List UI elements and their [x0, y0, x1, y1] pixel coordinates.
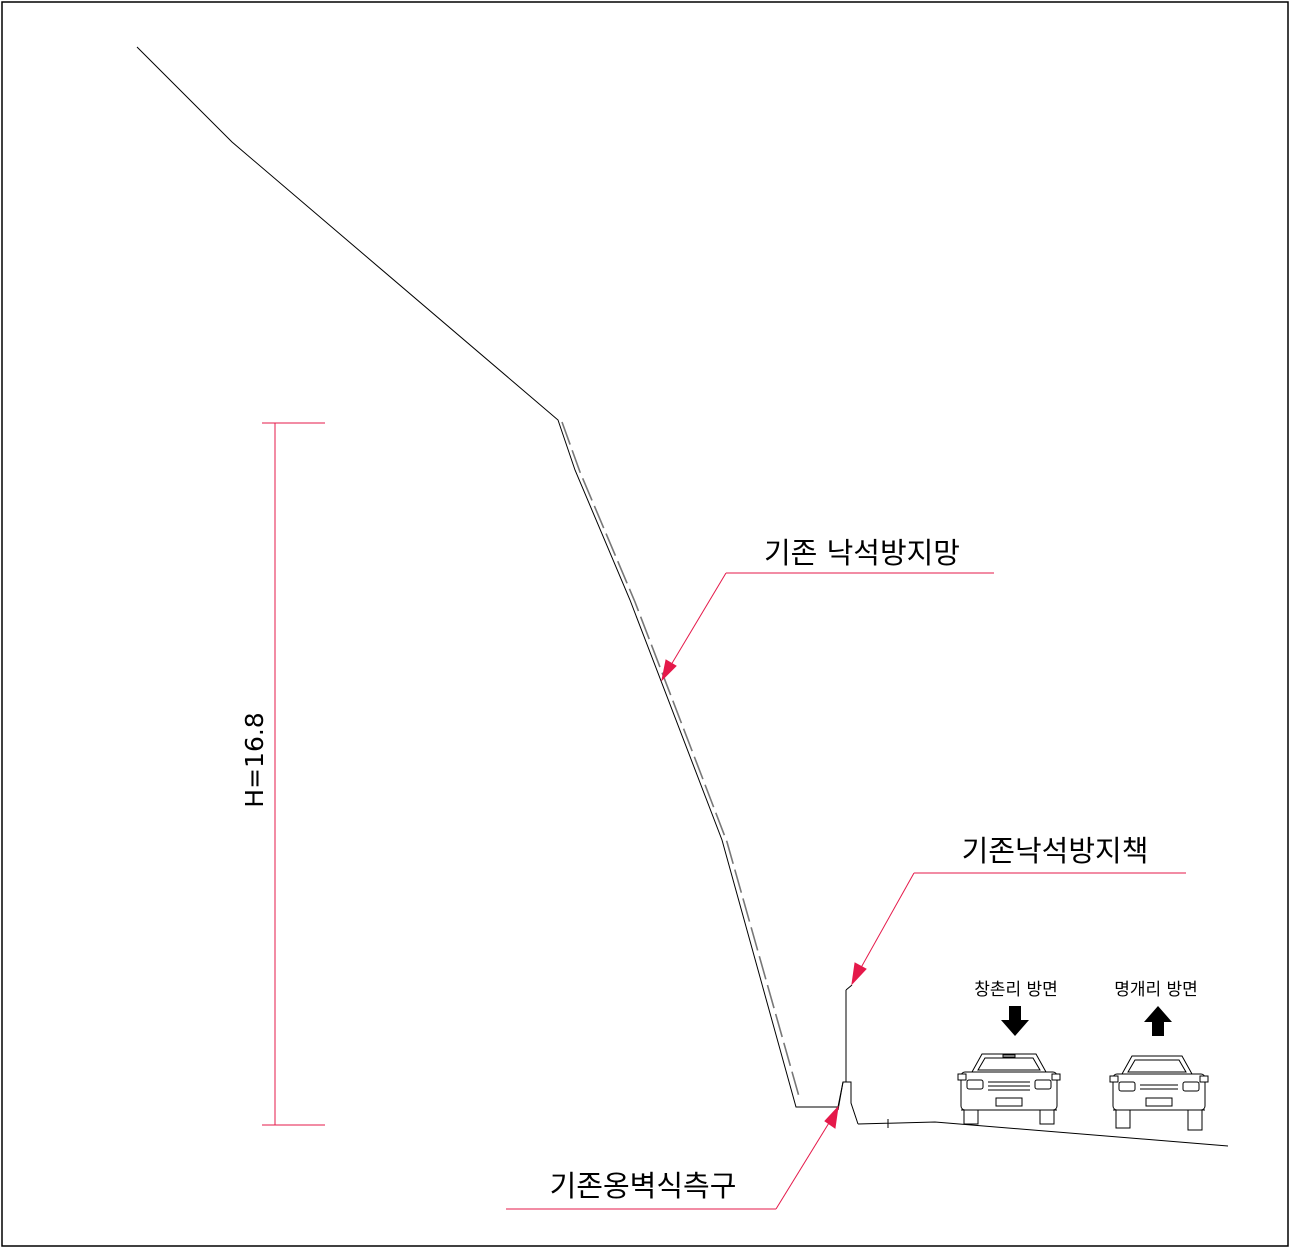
arrow-down-icon: [1001, 1006, 1029, 1036]
leader-rockfall-fence: [851, 872, 1186, 986]
road-surface-line: [857, 1121, 1229, 1147]
direction-right-label: 명개리 방면: [1114, 980, 1198, 1000]
arrow-up-icon: [1144, 1006, 1172, 1036]
rockfall-net-label: 기존 낙석방지망: [764, 536, 960, 570]
gutter-structure: [837, 1081, 859, 1125]
gutter-label: 기존옹벽식측구: [550, 1169, 737, 1203]
car-front-icon: [1109, 1055, 1209, 1131]
car-front-icon: [957, 1053, 1061, 1125]
rockfall-net-dashed: [561, 421, 801, 1101]
rockfall-fence-label: 기존낙석방지책: [962, 834, 1149, 868]
height-label: H=16.8: [240, 712, 269, 807]
leader-gutter: [506, 1105, 839, 1210]
direction-left-label: 창촌리 방면: [974, 980, 1058, 1000]
height-dimension: [262, 422, 325, 1126]
leader-rockfall-net: [661, 572, 994, 682]
slope-profile-line: [136, 46, 838, 1108]
rockfall-fence: [845, 984, 853, 1082]
